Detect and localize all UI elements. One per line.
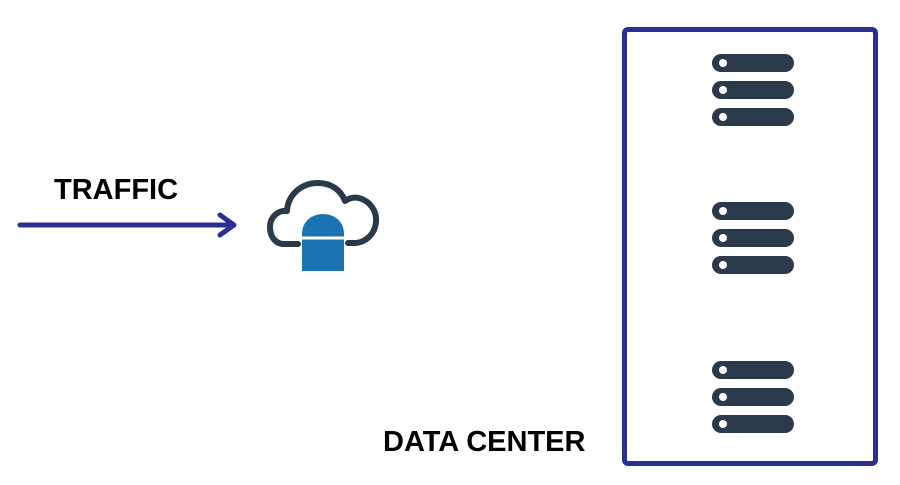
server-led [719, 393, 727, 401]
server-rack-icon [712, 202, 794, 283]
server-unit [712, 388, 794, 406]
server-led [719, 86, 727, 94]
server-unit [712, 229, 794, 247]
server-unit [712, 108, 794, 126]
traffic-arrow [17, 212, 237, 238]
server-unit [712, 256, 794, 274]
data-center-box [622, 27, 878, 466]
server-unit [712, 361, 794, 379]
server-led [719, 234, 727, 242]
server-led [719, 366, 727, 374]
server-rack-icon [712, 54, 794, 135]
server-unit [712, 54, 794, 72]
server-rack-icon [712, 361, 794, 442]
server-led [719, 59, 727, 67]
server-led [719, 420, 727, 428]
server-led [719, 261, 727, 269]
server-led [719, 207, 727, 215]
traffic-label: TRAFFIC [54, 174, 179, 206]
cloud-lock-icon [267, 180, 380, 271]
server-led [719, 113, 727, 121]
server-unit [712, 81, 794, 99]
server-unit [712, 202, 794, 220]
lock-icon [302, 214, 344, 271]
data-center-label: DATA CENTER [383, 426, 586, 458]
server-unit [712, 415, 794, 433]
